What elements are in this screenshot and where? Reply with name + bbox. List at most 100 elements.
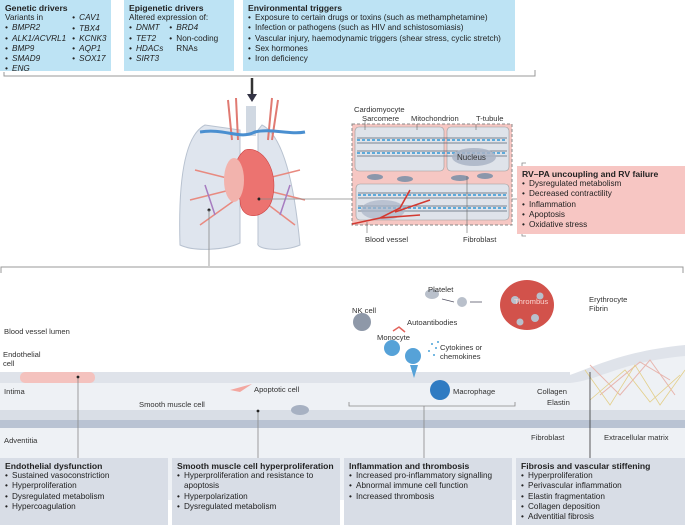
panel-item: Hyperproliferation — [5, 481, 163, 491]
label-fibrin: Fibrin — [589, 304, 608, 313]
panel-item: Increased thrombosis — [349, 492, 507, 502]
gene-item: SOX17 — [72, 54, 106, 64]
panel-smooth-muscle-hyperproliferation: Smooth muscle cell hyperproliferation Hy… — [172, 458, 340, 525]
label-intima: Intima — [4, 387, 25, 396]
epigenetic-item: BRD4 — [169, 23, 219, 33]
panel-title: Fibrosis and vascular stiffening — [521, 461, 651, 471]
panel-inflammation-thrombosis: Inflammation and thrombosis Increased pr… — [344, 458, 512, 525]
label-endothelial-cell: Endothelial cell — [3, 350, 41, 368]
epigenetic-item: TET2 — [129, 34, 163, 44]
epigenetic-item: SIRT3 — [129, 54, 163, 64]
label-extracellular-matrix: Extracellular matrix — [604, 433, 669, 442]
label-nucleus: Nucleus — [457, 153, 486, 162]
environmental-list: Exposure to certain drugs or toxins (suc… — [248, 13, 510, 64]
label-t-tubule: T-tubule — [476, 114, 504, 123]
gene-item: AQP1 — [72, 44, 106, 54]
label-adventitia: Adventitia — [4, 436, 38, 445]
environmental-triggers-panel: Environmental triggers Exposure to certa… — [243, 0, 515, 71]
rv-item: Dysregulated metabolism — [522, 179, 680, 189]
label-fibroblast-inset: Fibroblast — [463, 235, 497, 244]
environmental-triggers-title: Environmental triggers — [248, 3, 343, 13]
vessel-wall-illustration — [0, 280, 685, 500]
apoptotic-cell — [291, 405, 309, 415]
epigenetic-item: DNMT — [129, 23, 163, 33]
label-collagen: Collagen — [537, 387, 567, 396]
rv-item: Apoptosis — [522, 210, 680, 220]
label-elastin: Elastin — [547, 398, 570, 407]
epigenetic-list-1: DNMT TET2 HDACs SIRT3 — [129, 23, 163, 64]
label-fibroblast-vessel: Fibroblast — [531, 433, 565, 442]
genetic-list-2: CAV1 TBX4 KCNK3 AQP1 SOX17 — [72, 13, 106, 74]
epigenetic-drivers-subtitle: Altered expression of: — [129, 13, 209, 23]
label-smooth-muscle-cell: Smooth muscle cell — [139, 400, 205, 409]
rv-failure-title: RV–PA uncoupling and RV failure — [522, 169, 659, 179]
panel-item: Hyperproliferation and resistance to apo… — [177, 471, 335, 491]
lungs-heart-illustration — [179, 97, 306, 250]
label-erythrocyte: Erythrocyte — [589, 295, 628, 304]
epigenetic-drivers-title: Epigenetic drivers — [129, 3, 204, 13]
cardiac-tissue-inset — [351, 123, 513, 226]
rv-item: Oxidative stress — [522, 220, 680, 230]
epigenetic-item: HDACs — [129, 44, 163, 54]
gene-item: ALK1/ACVRL1 — [5, 34, 66, 44]
panel-fibrosis-stiffening: Fibrosis and vascular stiffening Hyperpr… — [516, 458, 685, 525]
gene-item: SMAD9 — [5, 54, 66, 64]
genetic-drivers-subtitle: Variants in — [5, 13, 44, 23]
panel-list: Sustained vasoconstriction Hyperprolifer… — [5, 471, 163, 512]
panel-item: Perivascular inflammation — [521, 481, 680, 491]
label-nk-cell: NK cell — [352, 306, 377, 315]
trigger-item: Vascular injury, haemodynamic triggers (… — [248, 34, 510, 44]
label-sarcomere: Sarcomere — [362, 114, 400, 123]
panel-item: Hyperpolarization — [177, 492, 335, 502]
panel-list: Hyperproliferation and resistance to apo… — [177, 471, 335, 512]
panel-title: Inflammation and thrombosis — [349, 461, 470, 471]
endothelial-layer — [0, 345, 685, 383]
epigenetic-drivers-panel: Epigenetic drivers Altered expression of… — [124, 0, 234, 71]
gene-item: CAV1 — [72, 13, 106, 23]
epigenetic-list-2: BRD4 Non-coding RNAs — [169, 23, 219, 64]
rv-failure-list: Dysregulated metabolism Decreased contra… — [522, 179, 680, 230]
nk-cell — [353, 313, 371, 331]
trigger-item: Iron deficiency — [248, 54, 510, 64]
panel-item: Abnormal immune cell function — [349, 481, 507, 491]
panel-endothelial-dysfunction: Endothelial dysfunction Sustained vasoco… — [0, 458, 168, 525]
epigenetic-item: Non-coding RNAs — [169, 34, 219, 54]
panel-item: Sustained vasoconstriction — [5, 471, 163, 481]
panel-list: Hyperproliferation Perivascular inflamma… — [521, 471, 680, 522]
trigger-item: Sex hormones — [248, 44, 510, 54]
panel-item: Collagen deposition — [521, 502, 680, 512]
panel-item: Adventitial fibrosis — [521, 512, 680, 522]
label-autoantibodies: Autoantibodies — [407, 318, 458, 327]
gene-item: KCNK3 — [72, 34, 106, 44]
smooth-muscle-cell-pink — [230, 384, 252, 392]
panel-item: Dysregulated metabolism — [5, 492, 163, 502]
gene-item: TBX4 — [72, 24, 106, 34]
label-macrophage: Macrophage — [453, 387, 496, 396]
label-platelet: Platelet — [428, 285, 454, 294]
rv-failure-panel: RV–PA uncoupling and RV failure Dysregul… — [517, 166, 685, 234]
label-cytokines: Cytokines or chemokines — [440, 343, 483, 361]
arrow-down-icon — [247, 94, 257, 102]
autoantibody-shape — [392, 326, 406, 333]
panel-item: Hypercoagulation — [5, 502, 163, 512]
genetic-drivers-title: Genetic drivers — [5, 3, 68, 13]
top-bracket — [3, 70, 536, 77]
platelet-cell — [425, 289, 439, 299]
panel-item: Elastin fragmentation — [521, 492, 680, 502]
label-lumen: Blood vessel lumen — [4, 327, 70, 336]
ecm-fibres — [589, 359, 676, 396]
activated-platelet — [457, 297, 467, 307]
label-blood-vessel: Blood vessel — [365, 235, 409, 244]
panel-title: Endothelial dysfunction — [5, 461, 103, 471]
gene-item: BMP9 — [5, 44, 66, 54]
gene-item: BMPR2 — [5, 23, 66, 33]
gene-item: ENG — [5, 64, 66, 74]
label-apoptotic-cell: Apoptotic cell — [254, 385, 300, 394]
panel-item: Dysregulated metabolism — [177, 502, 335, 512]
panel-list: Increased pro-inflammatory signalling Ab… — [349, 471, 507, 502]
monocyte-2 — [405, 348, 421, 364]
macrophage-cell — [430, 380, 450, 400]
trigger-item: Infection or pathogens (such as HIV and … — [248, 23, 510, 33]
rv-item: Inflammation — [522, 200, 680, 210]
